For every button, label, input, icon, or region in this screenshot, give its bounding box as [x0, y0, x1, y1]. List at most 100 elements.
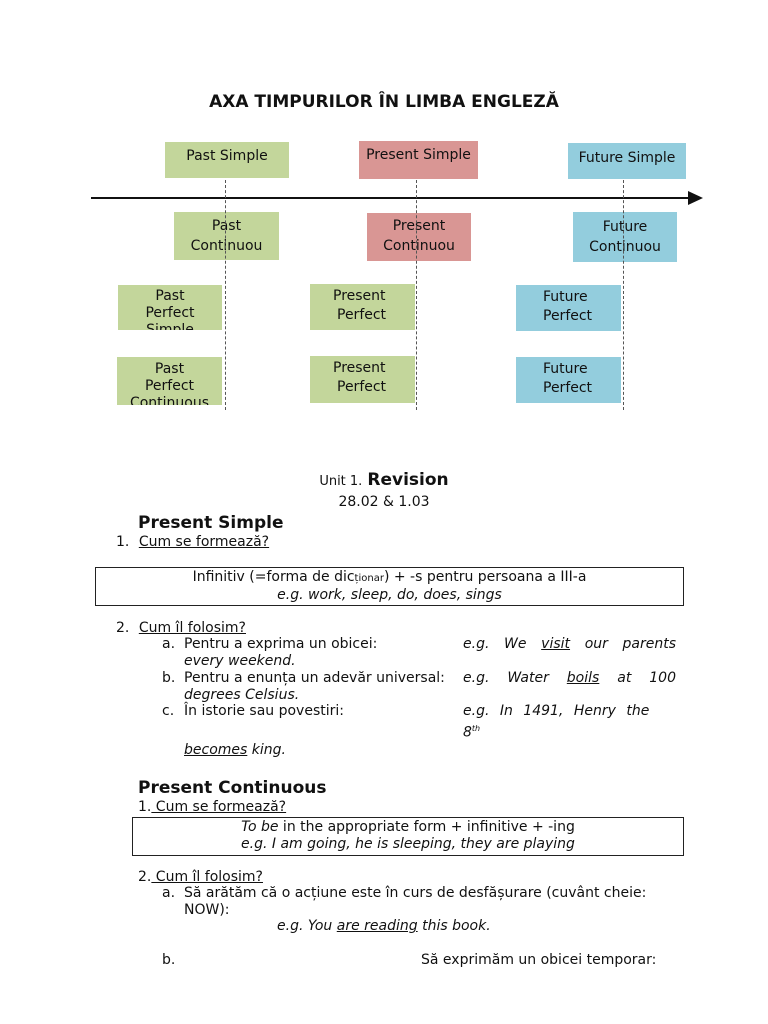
- item-text: În istorie sau povestiri:: [184, 703, 344, 719]
- rule-text: ționar: [354, 573, 384, 584]
- box-label: Past Simple: [186, 148, 268, 164]
- example-verb: are reading: [336, 918, 418, 934]
- page-title: AXA TIMPURILOR ÎN LIMBA ENGLEZĂ: [209, 92, 559, 112]
- rule-text: Infinitiv (=forma de dic: [192, 569, 355, 585]
- formation-example: e.g. work, sleep, do, does, sings: [277, 587, 502, 603]
- unit-prefix: Unit 1.: [319, 474, 363, 489]
- example-text: .: [294, 687, 300, 703]
- future-reference-line: [623, 180, 624, 410]
- item-text: Să arătăm că o acțiune este în curs de d…: [184, 885, 647, 901]
- usage-item: b. Să exprimăm un obicei temporar:: [162, 952, 676, 968]
- example-text: every weekend.: [184, 653, 296, 669]
- box-future-simple: Future Simple: [568, 143, 686, 179]
- box-future-perfect-simple: Future Perfect: [516, 285, 621, 331]
- question-text: Cum se formează?: [138, 534, 270, 550]
- box-label-line: Future: [543, 289, 588, 305]
- box-label: Present Simple: [366, 147, 471, 163]
- box-label-line: Perfect: [145, 305, 195, 321]
- ordinal-suffix: th: [471, 724, 481, 733]
- item-example-cont: degrees Celsius.: [162, 687, 676, 704]
- rule-text: in the appropriate form + infinitive + -…: [278, 819, 575, 835]
- example-text: e.g. Water: [463, 670, 549, 686]
- question-number: 1.: [116, 534, 130, 550]
- usage-item: a. Pentru a exprima un obicei: e.g. We v…: [162, 636, 676, 670]
- item-letter: a.: [162, 636, 176, 652]
- rule-text: To be: [241, 819, 279, 835]
- formation-example: e.g. I am going, he is sleeping, they ar…: [241, 836, 575, 852]
- box-past-simple: Past Simple: [165, 142, 289, 178]
- formation-rule: To be in the appropriate form + infiniti…: [133, 819, 683, 836]
- unit-name: Revision: [367, 470, 449, 490]
- question-1: 1. Cum se formează?: [116, 534, 269, 550]
- item-letter: c.: [162, 703, 175, 719]
- item-text: Pentru a exprima un obicei:: [184, 636, 378, 652]
- formation-box: To be in the appropriate form + infiniti…: [132, 817, 684, 856]
- box-label-line: Perfect: [337, 379, 387, 395]
- example-verb: boils: [566, 670, 600, 686]
- box-label-line: Present: [392, 218, 446, 234]
- usage-item: b. Pentru a enunța un adevăr universal: …: [162, 670, 676, 704]
- item-text-cont: NOW):: [184, 902, 230, 918]
- usage-example: e.g. You are reading this book.: [277, 918, 491, 934]
- item-example: e.g. In 1491, Henry the 8th: [463, 703, 676, 742]
- item-text: Pentru a enunța un adevăr universal:: [184, 670, 445, 686]
- box-present-perfect-continuous: Present Perfect: [310, 356, 415, 403]
- box-label-line: Perfect: [543, 308, 593, 324]
- box-label-line: Future: [602, 219, 648, 235]
- box-label-line: Present: [333, 288, 386, 304]
- box-past-perfect-continuous: Past Perfect Continuous: [117, 357, 222, 405]
- arrow-right-icon: [688, 191, 703, 205]
- example-text: e.g. You: [277, 918, 337, 934]
- box-future-perfect-continuous: Future Perfect: [516, 357, 621, 403]
- section-heading-present-continuous: Present Continuous: [138, 778, 327, 798]
- item-letter: b.: [162, 952, 176, 968]
- example-verb: becomes: [184, 741, 248, 758]
- box-label-line: Perfect: [337, 307, 387, 323]
- section-heading-present-simple: Present Simple: [138, 513, 284, 533]
- question-2: 2. Cum îl folosim?: [116, 620, 246, 636]
- box-label-line: Continuou: [383, 238, 455, 254]
- box-label-line: Perfect: [144, 378, 195, 394]
- box-label-line: Past: [154, 361, 185, 377]
- example-text: e.g. In 1491, Henry the 8: [463, 703, 650, 741]
- formation-rule: Infinitiv (=forma de dicționar) + -s pen…: [96, 569, 683, 587]
- box-present-perfect-simple: Present Perfect: [310, 284, 415, 330]
- box-label-line: Continuou: [190, 238, 263, 254]
- box-label-line: Future: [543, 361, 588, 377]
- example-text: degrees Celsius: [184, 687, 295, 703]
- box-label-line: Continuou: [589, 239, 661, 255]
- question-number: 2.: [138, 869, 152, 885]
- present-reference-line: [416, 180, 417, 410]
- question-text: Cum se formează?: [151, 799, 287, 815]
- box-present-continuous: Present Continuou: [367, 213, 471, 261]
- item-example: e.g. Water boils at 100: [463, 670, 676, 687]
- example-text: king.: [247, 741, 286, 758]
- item-example-cont: every weekend.: [162, 653, 676, 670]
- unit-dates: 28.02 & 1.03: [338, 494, 430, 510]
- box-label-line: Past: [155, 288, 185, 304]
- box-label-line: Present: [333, 360, 386, 376]
- past-reference-line: [225, 180, 226, 410]
- item-example: e.g. We visit our parents: [463, 636, 676, 653]
- box-label-line: Continuous: [129, 395, 210, 405]
- usage-item: c. În istorie sau povestiri: e.g. In 149…: [162, 703, 676, 759]
- box-label-line: Simple: [146, 322, 194, 330]
- usage-item: a. Să arătăm că o acțiune este în curs d…: [162, 885, 676, 919]
- question-2: 2. Cum îl folosim?: [138, 869, 263, 885]
- rule-text: ) + -s pentru persoana a III-a: [383, 569, 587, 585]
- example-text: this book.: [417, 918, 491, 934]
- question-number: 2.: [116, 620, 130, 636]
- box-future-continuous: Future Continuou: [573, 212, 677, 262]
- box-past-perfect-simple: Past Perfect Simple: [118, 285, 222, 330]
- example-text: e.g. We: [463, 636, 527, 652]
- example-verb: visit: [541, 636, 571, 652]
- example-text: at 100: [617, 670, 676, 686]
- item-letter: b.: [162, 670, 176, 686]
- formation-box: Infinitiv (=forma de dicționar) + -s pen…: [95, 567, 684, 606]
- question-text: Cum îl folosim?: [151, 869, 263, 885]
- box-label-line: Perfect: [543, 380, 593, 396]
- box-past-continuous: Past Continuou: [174, 212, 279, 260]
- question-number: 1.: [138, 799, 152, 815]
- box-label: Future Simple: [578, 150, 676, 166]
- example-text: our parents: [584, 636, 677, 652]
